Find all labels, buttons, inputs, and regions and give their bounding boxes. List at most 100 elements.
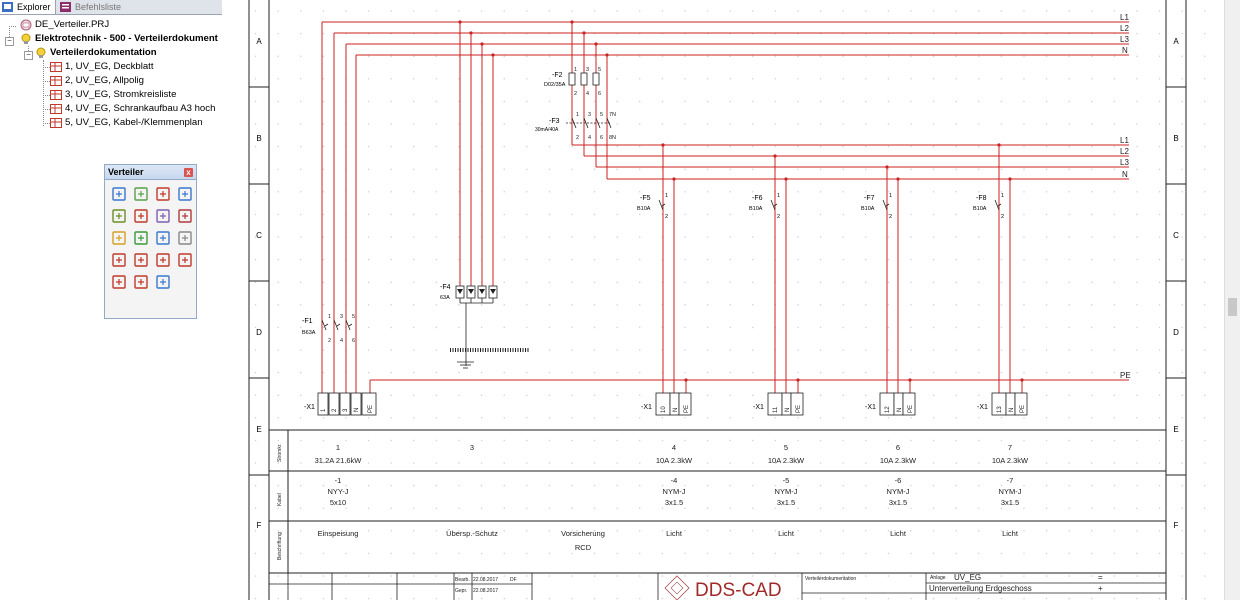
device-rating: B10A (861, 206, 875, 212)
explorer-icon (2, 2, 13, 12)
terminal-cell: N (354, 408, 360, 412)
row-header: Stromkr. (277, 443, 283, 462)
table-cell-circuit: 4 (672, 443, 676, 452)
device-f5[interactable]: -F5 B10A 1 2 (637, 193, 668, 220)
pin-label: 4 (588, 135, 591, 141)
row-header: Kabel (277, 493, 283, 506)
verteiler-palette: Verteiler x (104, 164, 197, 319)
pin-label: 2 (576, 135, 579, 141)
panel-add-icon[interactable] (133, 186, 149, 202)
device-f3[interactable]: -F3 30mA/40A 1 3 5 7N 2 4 6 8N (535, 112, 616, 141)
terminal-cell: PE (1020, 405, 1026, 413)
vertical-scrollbar[interactable] (1224, 0, 1240, 600)
terminal-cell: N (1009, 408, 1015, 412)
device-rating: 30mA/40A (535, 127, 559, 133)
tee-icon[interactable] (133, 252, 149, 268)
table-cell-cable-type: NYM-J (663, 487, 686, 496)
pin-label: 1 (574, 67, 577, 73)
row-letter: D (1173, 328, 1179, 337)
terminal-strip-f8[interactable]: -X1 13 N PE (977, 392, 1028, 416)
pin-label: 4 (586, 91, 589, 97)
tree-item-label: 2, UV_EG, Allpolig (65, 75, 144, 86)
fork-icon[interactable] (155, 252, 171, 268)
palette-title[interactable]: Verteiler x (105, 165, 196, 180)
tab-explorer[interactable]: Explorer (0, 0, 56, 14)
insert-icon[interactable] (111, 230, 127, 246)
table-cell-cable-size: 3x1.5 (777, 498, 795, 507)
device-label: -F3 (549, 118, 560, 125)
list-icon (60, 2, 71, 12)
copy-icon[interactable] (177, 230, 193, 246)
arrow-right-icon[interactable] (177, 186, 193, 202)
line-label: L3 (1120, 158, 1129, 167)
settings-icon[interactable] (155, 274, 171, 290)
terminal-strip-f5[interactable]: -X1 10 N PE (641, 392, 692, 416)
collapse-toggle[interactable]: − (24, 51, 33, 60)
table-cell-cable-size: 5x10 (330, 498, 346, 507)
terminal-cell: 2 (332, 408, 338, 412)
device-rating: 63A (440, 295, 450, 301)
terminal-label: -X1 (865, 404, 876, 411)
terminal-cell: N (673, 408, 679, 412)
arrow-left-icon[interactable] (111, 186, 127, 202)
title-field-label: Gepr. (455, 588, 467, 594)
title-field-value: + (1098, 584, 1103, 593)
close-icon[interactable]: x (184, 168, 193, 177)
logo-text: DDS-CAD (695, 580, 782, 600)
table-cell-cable-no: -1 (335, 476, 342, 485)
pin-label: 1 (328, 314, 331, 320)
pin-label: 5 (600, 112, 603, 118)
table-cell-cable-type: NYM-J (775, 487, 798, 496)
help-icon[interactable] (177, 208, 193, 224)
device-f1[interactable]: -F1 B63A 1 3 5 2 4 6 (302, 314, 355, 344)
table-cell-desc: Vorsicherung (561, 529, 605, 538)
switch-icon[interactable] (111, 252, 127, 268)
title-field-value: DF (510, 577, 517, 583)
connect-icon[interactable] (133, 230, 149, 246)
arrange-icon[interactable] (155, 208, 171, 224)
xd-icon[interactable] (155, 230, 171, 246)
device-f6[interactable]: -F6 B10A 1 2 (749, 193, 780, 220)
table-cell-circuit: 6 (896, 443, 900, 452)
device-f8[interactable]: -F8 B10A 1 2 (973, 193, 1004, 220)
grid-icon[interactable] (111, 208, 127, 224)
pin-label: 6 (598, 91, 601, 97)
tab-befehlsliste[interactable]: Befehlsliste (58, 0, 128, 14)
table-cell-circuit: 5 (784, 443, 788, 452)
panel-edit-icon[interactable] (155, 186, 171, 202)
line-label: N (1122, 46, 1128, 55)
tee2-icon[interactable] (111, 274, 127, 290)
device-label: -F2 (552, 72, 563, 79)
collapse-toggle[interactable]: − (5, 37, 14, 46)
switch2-icon[interactable] (177, 252, 193, 268)
pin-label: 2 (574, 91, 577, 97)
device-f4[interactable]: -F4 63A (440, 284, 530, 369)
terminal-strip-f7[interactable]: -X1 12 N PE (865, 392, 916, 416)
terminal-cell: PE (368, 405, 374, 413)
terminal-strip-f6[interactable]: -X1 11 N PE (753, 392, 804, 416)
table-cell-circuit: 7 (1008, 443, 1012, 452)
table-cell-cable-no: -7 (1007, 476, 1014, 485)
tab-explorer-label: Explorer (17, 2, 51, 12)
table-cell-desc: Licht (778, 529, 795, 538)
anlage-value: UV_EG (954, 573, 981, 582)
terminal-label: -X1 (304, 404, 315, 411)
sheet-icon (50, 90, 62, 100)
project-icon (20, 19, 32, 31)
title-block-text: Bearb. 22.08.2017 DF Gepr. 22.08.2017 Ve… (455, 575, 946, 594)
scrollbar-thumb[interactable] (1228, 298, 1237, 316)
device-f2[interactable]: -F2 D02/35A 1 3 5 2 4 6 (544, 67, 601, 97)
pin-label: 2 (777, 214, 780, 220)
terminal-strip-main[interactable]: -X1 1 2 3 N PE (304, 392, 377, 416)
tree-item-label: 3, UV_EG, Stromkreisliste (65, 89, 177, 100)
row-letter: C (1173, 231, 1179, 240)
device-f7[interactable]: -F7 B10A 1 2 (861, 193, 892, 220)
pin-label: 3 (588, 112, 591, 118)
row-letter: F (257, 521, 262, 530)
explorer-panel: Explorer Befehlsliste DE_Verteiler.PRJ −… (0, 0, 223, 600)
rails-icon[interactable] (133, 208, 149, 224)
row-letter: C (256, 231, 262, 240)
target-icon[interactable] (133, 274, 149, 290)
